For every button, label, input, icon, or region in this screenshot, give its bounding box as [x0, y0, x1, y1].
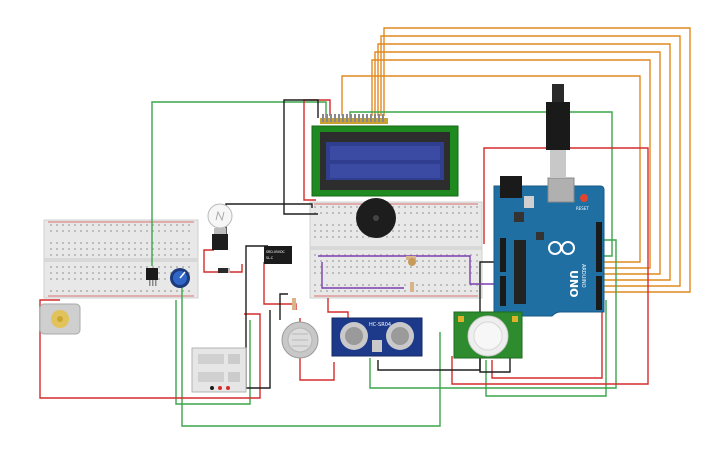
potentiometer[interactable]	[170, 268, 190, 288]
atmega-chip	[514, 240, 526, 304]
reset-label: RESET	[576, 206, 589, 211]
digital-header	[596, 222, 602, 272]
reset-button[interactable]	[580, 194, 588, 202]
wire-orange-5[interactable]	[371, 59, 651, 269]
relay-label-2: SL-C	[266, 256, 274, 260]
diode[interactable]	[218, 268, 230, 273]
wire-red-bulb[interactable]	[203, 249, 243, 273]
wire-green-arduino[interactable]	[369, 239, 617, 389]
wire-black-bulb[interactable]	[225, 203, 313, 248]
wire-orange-1[interactable]	[383, 27, 691, 293]
resistor-2[interactable]	[410, 282, 414, 292]
dc-motor[interactable]	[39, 303, 81, 335]
pir-motion-sensor[interactable]	[453, 311, 523, 359]
wire-red-loop[interactable]	[39, 299, 261, 399]
wire-red-arduino[interactable]	[451, 147, 649, 385]
transistor[interactable]	[146, 268, 158, 286]
gas-sensor[interactable]	[281, 321, 319, 359]
resistor-1[interactable]	[406, 256, 416, 260]
ultrasonic-sensor[interactable]: HC-SR04	[331, 317, 423, 357]
wire-red-pir[interactable]	[491, 296, 603, 379]
power-jack[interactable]	[500, 176, 522, 198]
wire-orange-6[interactable]	[341, 75, 641, 263]
photoresistor[interactable]	[408, 258, 416, 266]
lcd-header-pins	[322, 114, 384, 122]
ultrasonic-label: HC-SR04	[369, 322, 391, 328]
arduino-logo-icon	[548, 241, 575, 255]
wire-orange-4[interactable]	[374, 51, 661, 275]
breadboard-right	[309, 201, 483, 299]
relay-label-1: SRD-05VDC	[266, 250, 286, 254]
power-header	[500, 238, 506, 272]
wire-orange-3[interactable]	[377, 43, 671, 281]
wire-orange-2[interactable]	[380, 35, 681, 287]
wire-black-lcd[interactable]	[283, 99, 319, 215]
arduino-logo-text: ARDUINO	[580, 264, 586, 288]
arduino-uno-board[interactable]: RESET UNO ARDUINO	[493, 176, 605, 317]
analog-header	[500, 276, 506, 306]
usb-cable	[546, 84, 570, 178]
wire-purple[interactable]	[318, 255, 498, 285]
digital-header-2	[596, 276, 602, 310]
power-supply[interactable]	[191, 347, 247, 393]
arduino-uno-label: UNO	[567, 270, 580, 298]
wire-green-long[interactable]	[151, 101, 327, 266]
usb-port[interactable]	[547, 177, 575, 203]
wire-black-gas[interactable]	[279, 293, 288, 320]
wire-black-pir[interactable]	[479, 352, 511, 373]
wire-green-bottom[interactable]	[181, 282, 441, 427]
wire-red-usonic[interactable]	[327, 298, 349, 318]
light-bulb[interactable]	[207, 203, 233, 250]
wire-purple-2[interactable]	[321, 262, 404, 289]
relay-module[interactable]: SRD-05VDC SL-C	[264, 246, 292, 264]
piezo-buzzer[interactable]	[356, 198, 396, 238]
wire-green-2[interactable]	[175, 300, 251, 405]
resistor-3[interactable]	[292, 298, 296, 310]
wire-green-pir[interactable]	[485, 300, 607, 397]
lcd-display[interactable]	[311, 114, 459, 197]
